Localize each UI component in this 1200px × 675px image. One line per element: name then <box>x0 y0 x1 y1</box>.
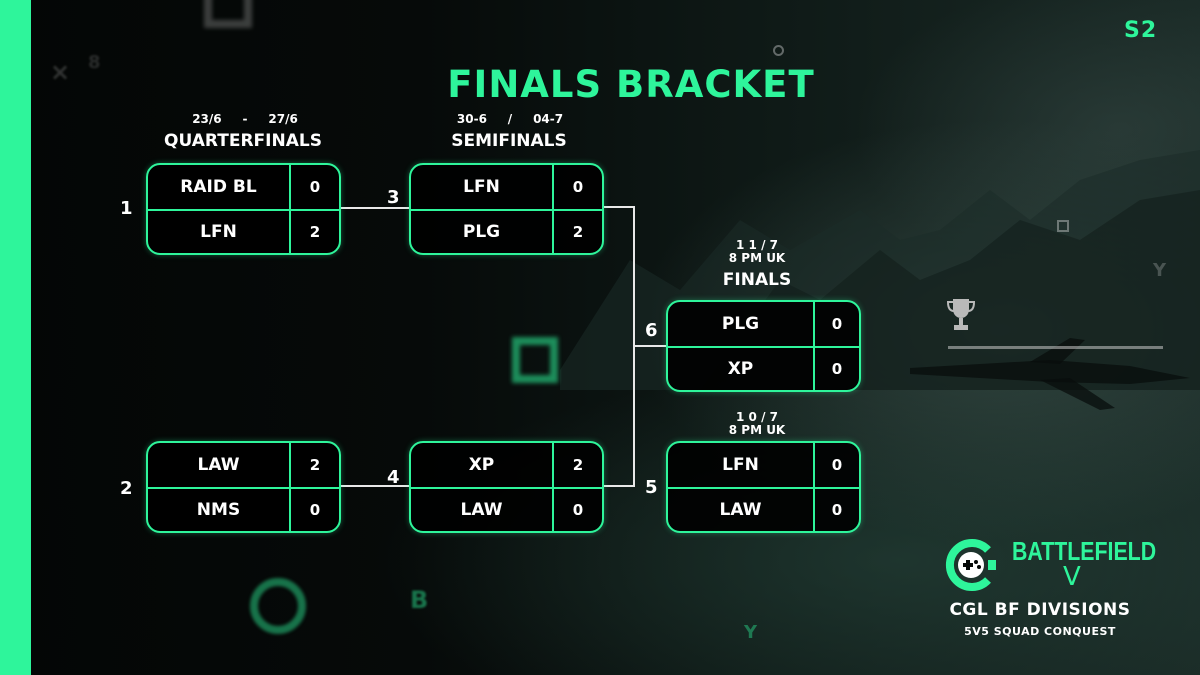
team-name: PLG <box>462 222 501 242</box>
bracket-connector <box>340 485 410 487</box>
finals-label: FINALS <box>722 270 792 290</box>
decorative-square-shape <box>512 337 558 383</box>
match-row: LFN 0 <box>411 165 602 209</box>
team-name: LFN <box>200 222 237 242</box>
team-name: LFN <box>722 455 759 475</box>
match-row: LFN 0 <box>668 443 859 487</box>
match-row: PLG 0 <box>668 302 859 346</box>
team-score: 0 <box>813 443 859 487</box>
third-place-dates: 1 0 / 7 8 PM UK <box>728 410 786 437</box>
bracket-connector <box>603 485 635 487</box>
match-row: LAW 0 <box>668 487 859 531</box>
trophy-icon <box>946 299 976 330</box>
match-row: NMS 0 <box>148 487 339 531</box>
team-name: XP <box>468 455 495 475</box>
match-row: PLG 2 <box>411 209 602 253</box>
trophy-underline <box>948 346 1163 349</box>
semifinals-label: SEMIFINALS <box>451 131 567 151</box>
match-number: 6 <box>645 320 658 341</box>
match-row: LFN 2 <box>148 209 339 253</box>
game-numeral: V <box>1063 562 1081 592</box>
team-score: 2 <box>552 211 602 253</box>
match-row: LAW 2 <box>148 443 339 487</box>
team-score: 2 <box>289 443 339 487</box>
team-score: 0 <box>289 165 339 209</box>
match-card-6[interactable]: PLG 0 XP 0 <box>666 300 861 392</box>
finals-dates: 1 1 / 7 8 PM UK <box>728 238 786 265</box>
team-score: 0 <box>813 348 859 390</box>
decorative-8-glyph: 8 <box>88 52 101 73</box>
game-mode: 5V5 SQUAD CONQUEST <box>964 625 1116 638</box>
page-title: FINALS BRACKET <box>447 63 815 106</box>
match-row: LAW 0 <box>411 487 602 531</box>
match-row: XP 2 <box>411 443 602 487</box>
match-number: 4 <box>387 467 400 488</box>
team-score: 0 <box>813 489 859 531</box>
match-card-5[interactable]: LFN 0 LAW 0 <box>666 441 861 533</box>
decorative-square-shape <box>204 0 252 28</box>
team-name: LAW <box>197 455 240 475</box>
team-score: 0 <box>552 165 602 209</box>
team-score: 0 <box>289 489 339 531</box>
game-wordmark: BATTLEFIELD <box>1012 536 1157 566</box>
team-name: PLG <box>721 314 760 334</box>
match-number: 1 <box>120 198 133 219</box>
match-number: 2 <box>120 478 133 499</box>
match-card-1[interactable]: RAID BL 0 LFN 2 <box>146 163 341 255</box>
league-name: CGL BF DIVISIONS <box>949 600 1131 620</box>
decorative-x-glyph: × <box>50 58 71 86</box>
season-badge: S2 <box>1124 18 1158 43</box>
match-row: RAID BL 0 <box>148 165 339 209</box>
aircraft-silhouette <box>910 338 1190 410</box>
team-name: RAID BL <box>180 177 257 197</box>
match-number: 5 <box>645 477 658 498</box>
match-row: XP 0 <box>668 346 859 390</box>
team-name: NMS <box>196 500 241 520</box>
match-card-4[interactable]: XP 2 LAW 0 <box>409 441 604 533</box>
quarterfinals-dates: 23/6 - 27/6 <box>192 112 298 126</box>
team-score: 0 <box>813 302 859 346</box>
match-card-2[interactable]: LAW 2 NMS 0 <box>146 441 341 533</box>
cgl-controller-logo-icon <box>945 539 996 591</box>
team-name: XP <box>727 359 754 379</box>
decorative-y-glyph: Y <box>744 622 758 643</box>
team-score: 0 <box>552 489 602 531</box>
decorative-circle-shape <box>250 578 306 634</box>
semifinals-dates: 30-6 / 04-7 <box>456 112 564 126</box>
bracket-connector <box>340 207 410 209</box>
team-score: 2 <box>289 211 339 253</box>
team-name: LAW <box>460 500 503 520</box>
team-score: 2 <box>552 443 602 487</box>
decorative-ring-shape <box>773 45 784 56</box>
match-number: 3 <box>387 187 400 208</box>
bracket-connector <box>633 345 667 347</box>
match-card-3[interactable]: LFN 0 PLG 2 <box>409 163 604 255</box>
quarterfinals-label: QUARTERFINALS <box>164 131 322 151</box>
decorative-y-glyph: Y <box>1153 260 1167 281</box>
team-name: LAW <box>719 500 762 520</box>
decorative-small-square-shape <box>1057 220 1069 232</box>
team-name: LFN <box>463 177 500 197</box>
accent-side-bar <box>0 0 31 675</box>
bracket-connector <box>603 206 635 208</box>
decorative-b-glyph: B <box>410 586 429 614</box>
